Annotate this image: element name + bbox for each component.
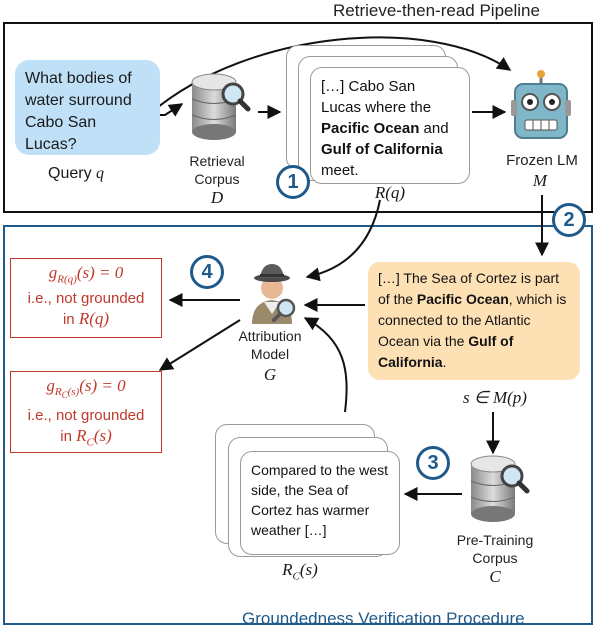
- detective-icon: [252, 264, 296, 324]
- generated-symbol: s ∈ M(p): [463, 388, 527, 407]
- pretraining-doc: Compared to the west side, the Sea of Co…: [240, 451, 400, 555]
- retrieved-doc-symbol: R(q): [374, 183, 406, 202]
- attribution-to-verdict2-arrow: [158, 319, 241, 371]
- pretraining-database-icon: [470, 455, 530, 522]
- retrieval-corpus-symbol: D: [210, 188, 224, 207]
- pipeline-frame: [3, 22, 593, 213]
- attribution-model-label: Attribution Model: [238, 328, 302, 362]
- retrieval-database-icon: [191, 73, 251, 140]
- pretraining-corpus-label: Pre-Training Corpus: [456, 532, 534, 566]
- procedure-frame: [3, 225, 593, 625]
- frozen-lm-symbol: M: [532, 171, 548, 190]
- rq-to-attribution-arrow: [305, 199, 381, 282]
- pretraining-corpus-symbol: C: [489, 567, 501, 586]
- retrieval-corpus-label: Retrieval Corpus: [189, 153, 245, 187]
- attribution-model-symbol: G: [263, 365, 277, 384]
- step-2-badge: 2: [552, 203, 586, 237]
- retrieved-doc: […] Cabo San Lucas where the Pacific Oce…: [310, 67, 470, 184]
- rc-to-attribution-arrow: [303, 317, 348, 413]
- query-label: Query q: [48, 165, 105, 182]
- pretraining-doc-symbol: RC(s): [282, 560, 318, 583]
- robot-icon: [511, 70, 571, 139]
- pipeline-title: Retrieve-then-read Pipeline: [333, 1, 540, 20]
- generated-text-box: […] The Sea of Cortez is part of the Pac…: [368, 262, 580, 380]
- verdict-retrieval: gR(q)(s) = 0 i.e., not grounded in R(q): [10, 258, 162, 338]
- step-3-badge: 3: [416, 446, 450, 480]
- query-text: What bodies of water surround Cabo San L…: [25, 70, 132, 153]
- procedure-title: Groundedness Verification Procedure: [242, 609, 525, 628]
- verdict-pretraining: gRC(s)(s) = 0 i.e., not grounded in RC(s…: [10, 371, 162, 453]
- frozen-lm-label: Frozen LM: [506, 152, 578, 169]
- step-4-badge: 4: [190, 255, 224, 289]
- step-1-badge: 1: [276, 165, 310, 199]
- query-box: What bodies of water surround Cabo San L…: [15, 60, 160, 155]
